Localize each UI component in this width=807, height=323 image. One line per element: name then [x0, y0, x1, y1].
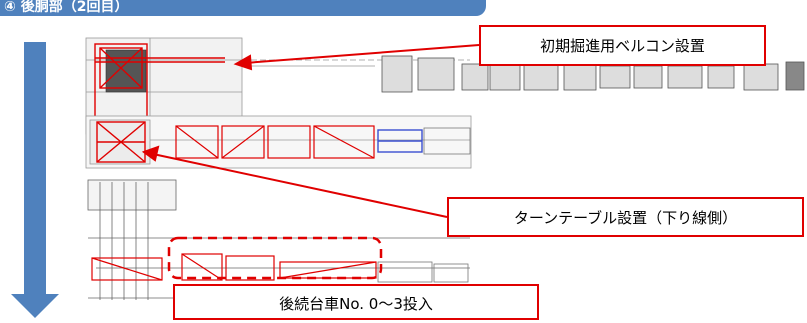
plan-view-middle [85, 115, 472, 169]
callout-bellcon-label: 初期掘進用ベルコン設置 [540, 37, 705, 55]
callout-turntable: ターンテーブル設置（下り線側） [447, 197, 804, 237]
callout-turntable-label: ターンテーブル設置（下り線側） [513, 209, 738, 227]
leader-arrows [141, 44, 480, 218]
callout-trailer-label: 後続台車No. 0～3投入 [279, 295, 433, 313]
callout-trailer: 後続台車No. 0～3投入 [173, 284, 539, 320]
trailer-train-lower [91, 253, 377, 281]
step-header-title: ④ 後胴部（2回目） [4, 0, 129, 15]
trailer-group-highlight [167, 236, 383, 280]
callout-bellcon: 初期掘進用ベルコン設置 [479, 25, 766, 66]
conveyor-segment [377, 129, 423, 153]
trailer-train-upper [381, 55, 805, 93]
turntable-highlight [96, 121, 146, 163]
trailer-train-middle [175, 125, 375, 159]
step-header: ④ 後胴部（2回目） [0, 0, 486, 16]
